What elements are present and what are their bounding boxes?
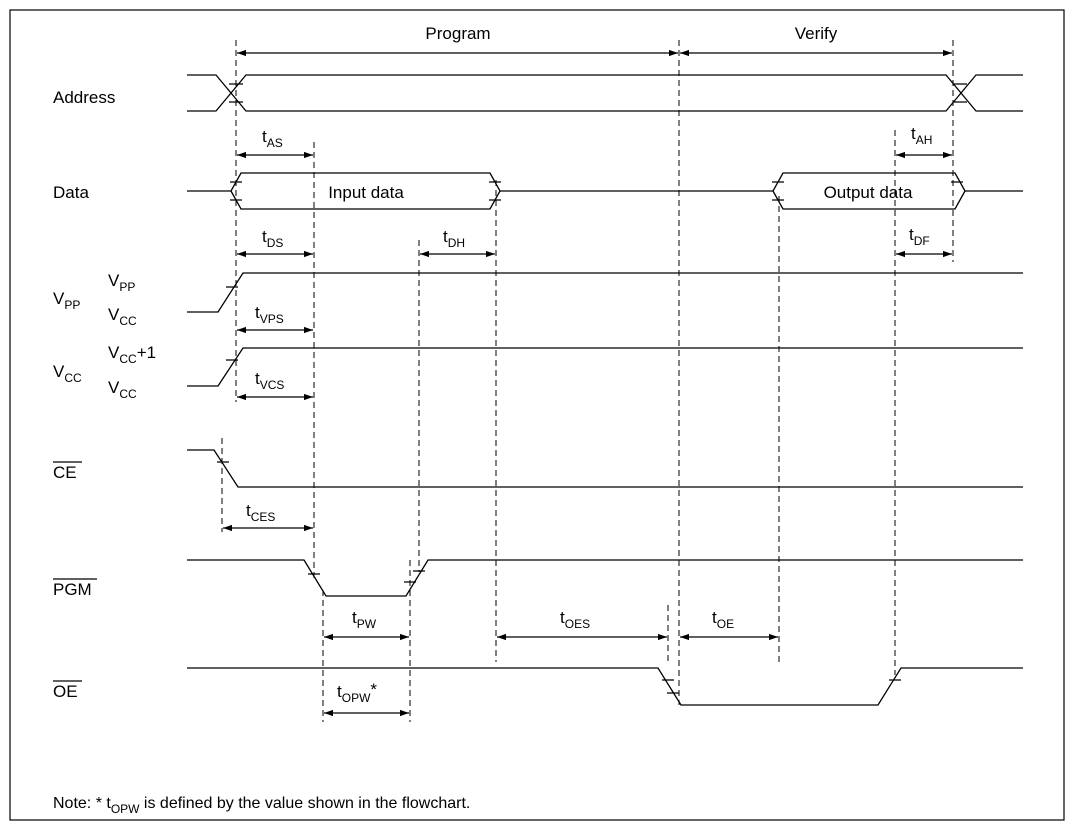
t-ah-label: tAH — [911, 124, 932, 147]
t-ds-label: tDS — [262, 227, 283, 250]
t-vcs-label: tVCS — [255, 369, 284, 392]
t-as-label: tAS — [262, 127, 283, 150]
vpp-low-level: VCC — [108, 305, 137, 328]
data-label: Data — [53, 183, 89, 202]
t-df-label: tDF — [909, 225, 930, 248]
t-oes-label: tOES — [560, 608, 590, 631]
timing-arrows — [223, 151, 952, 717]
program-phase-label: Program — [425, 24, 490, 43]
t-vps-label: tVPS — [255, 303, 284, 326]
t-oe-label: tOE — [712, 608, 734, 631]
reference-lines — [221, 40, 954, 722]
t-pw-label: tPW — [352, 608, 377, 631]
t-opw-label: tOPW* — [337, 680, 377, 705]
transition-ticks — [217, 83, 967, 694]
oe-label: OE — [53, 682, 78, 701]
oe-signal: OE — [53, 667, 1023, 706]
vcc-label: VCC — [53, 362, 82, 385]
footnote: Note: * tOPW is defined by the value sho… — [53, 795, 470, 816]
output-data-label: Output data — [824, 183, 913, 202]
diagram-frame — [9, 9, 1065, 821]
vpp-label: VPP — [53, 289, 80, 312]
data-signal: Data Input data Output data — [53, 172, 1023, 210]
vcc-low-level: VCC — [108, 378, 137, 401]
ce-signal: CE — [53, 449, 1023, 488]
input-data-label: Input data — [328, 183, 404, 202]
ce-label: CE — [53, 463, 77, 482]
phase-markers: Program Verify — [237, 24, 952, 57]
vpp-high-level: VPP — [108, 271, 135, 294]
address-label: Address — [53, 88, 115, 107]
verify-phase-label: Verify — [795, 24, 838, 43]
t-dh-label: tDH — [443, 227, 465, 250]
address-signal: Address — [53, 74, 1023, 112]
t-ces-label: tCES — [246, 501, 275, 524]
vpp-signal: VPP VPP VCC — [53, 271, 1023, 328]
vcc-signal: VCC VCC+1 VCC — [53, 343, 1023, 401]
pgm-signal: PGM — [53, 559, 1023, 599]
timing-labels: tAS tAH tDS tDH tDF tVPS tVCS tCES tPW t… — [246, 124, 932, 705]
vcc-high-level: VCC+1 — [108, 343, 156, 366]
pgm-label: PGM — [53, 580, 92, 599]
